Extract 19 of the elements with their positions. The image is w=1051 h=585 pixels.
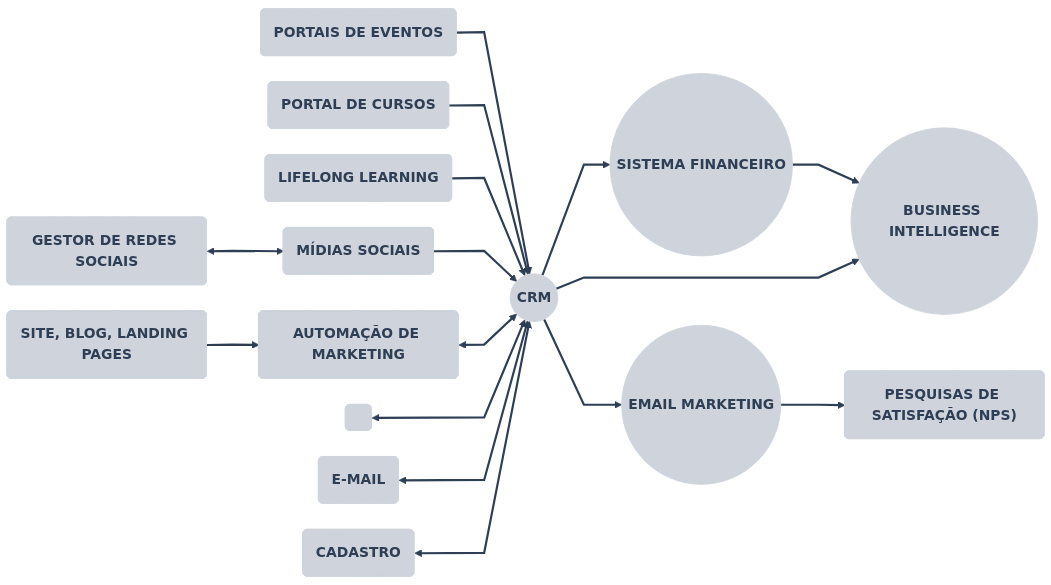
node-circle: EMAIL MARKETING: [621, 324, 782, 485]
arrow: [543, 318, 622, 409]
arrow: [452, 176, 526, 277]
arrow: [456, 31, 533, 275]
arrow: [449, 104, 531, 275]
arrow: [541, 160, 611, 276]
arrow: [433, 249, 517, 282]
arrow: [458, 313, 517, 349]
node-circle: BUSINESS INTELLIGENCE: [850, 127, 1038, 315]
arrow: [398, 320, 530, 485]
node-circle: CRM: [509, 273, 559, 322]
arrow: [206, 247, 284, 256]
arrow: [792, 163, 860, 184]
node-circle: SISTEMA FINANCEIRO: [609, 73, 793, 257]
arrow: [780, 401, 846, 409]
arrow: [555, 258, 860, 290]
arrow: [371, 319, 526, 422]
arrow: [414, 320, 532, 557]
arrow: [206, 341, 260, 349]
